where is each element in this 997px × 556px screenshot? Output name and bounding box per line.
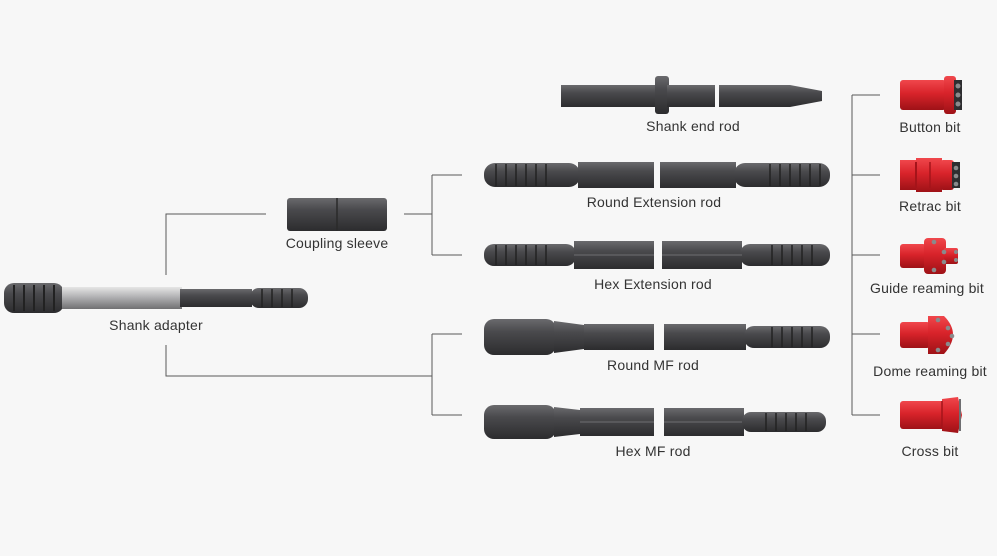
label-retrac-bit: Retrac bit [899,198,961,214]
label-hex-extension-rod: Hex Extension rod [594,276,712,292]
label-shank-end-rod: Shank end rod [646,118,740,134]
cross-bit-icon [900,397,962,433]
round-extension-rod-icon [484,162,830,188]
connector-adapter-to-sleeve [165,213,266,275]
label-hex-mf-rod: Hex MF rod [615,443,691,459]
dome-reaming-bit-icon [900,316,955,354]
label-round-extension-rod: Round Extension rod [586,194,722,210]
shank-adapter-icon [4,283,308,313]
label-cross-bit: Cross bit [901,443,959,459]
label-dome-reaming-bit: Dome reaming bit [873,363,987,379]
shank-end-rod-icon [561,76,822,114]
label-round-mf-rod: Round MF rod [607,357,699,373]
label-coupling-sleeve: Coupling sleeve [285,235,389,251]
connector-lines [165,94,880,416]
round-mf-rod-icon [484,319,830,355]
guide-reaming-bit-icon [900,238,958,274]
label-guide-reaming-bit: Guide reaming bit [870,280,984,296]
label-button-bit: Button bit [899,119,961,135]
connector-adapter-to-mf [165,345,432,377]
button-bit-icon [900,76,962,114]
hex-mf-rod-icon [484,405,826,439]
coupling-sleeve-icon [287,198,387,231]
label-shank-adapter: Shank adapter [109,317,203,333]
retrac-bit-icon [900,158,960,192]
hex-extension-rod-icon [484,241,830,269]
